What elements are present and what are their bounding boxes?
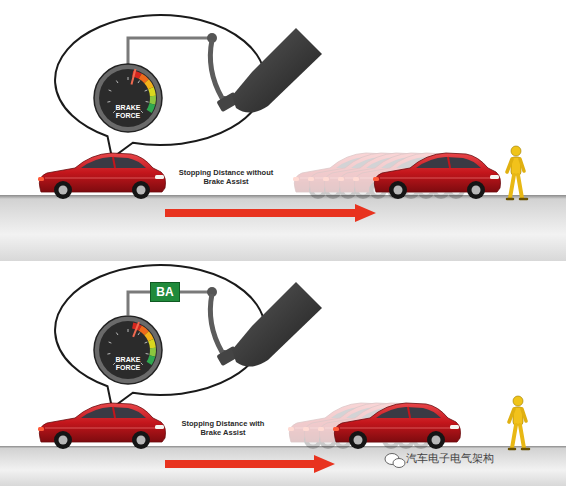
car [38, 153, 166, 199]
distance-arrow [165, 204, 376, 222]
foot [232, 282, 322, 367]
pedestrian [509, 396, 529, 449]
speech-bubble [55, 265, 265, 408]
brake-assist-badge: BA [150, 282, 180, 302]
wechat-icon [385, 454, 405, 468]
car [373, 153, 501, 199]
watermark: 汽车电子电气架构 [406, 452, 556, 465]
pedal-arm [210, 40, 230, 100]
pedal-arm [210, 294, 230, 354]
road [0, 446, 566, 486]
foot [232, 28, 322, 113]
distance-arrow [165, 455, 335, 473]
brake-line [128, 292, 150, 315]
brake-force-gauge: BRAKE FORCE [93, 63, 163, 133]
brake-force-gauge: BRAKE FORCE [93, 315, 163, 385]
distance-label: Stopping Distance with Brake Assist [180, 420, 266, 437]
brake-line [180, 291, 208, 294]
brake-line [128, 38, 208, 64]
gauge-label: BRAKE FORCE [111, 356, 145, 372]
road [0, 195, 566, 261]
pedestrian [507, 146, 527, 199]
gauge-dial [93, 63, 163, 133]
gauge-label: BRAKE FORCE [111, 104, 145, 120]
distance-label: Stopping Distance without Brake Assist [176, 169, 276, 186]
badge-label: BA [156, 285, 173, 299]
gauge-dial [93, 315, 163, 385]
speech-bubble [55, 15, 265, 158]
car [333, 403, 461, 449]
car [38, 403, 166, 449]
